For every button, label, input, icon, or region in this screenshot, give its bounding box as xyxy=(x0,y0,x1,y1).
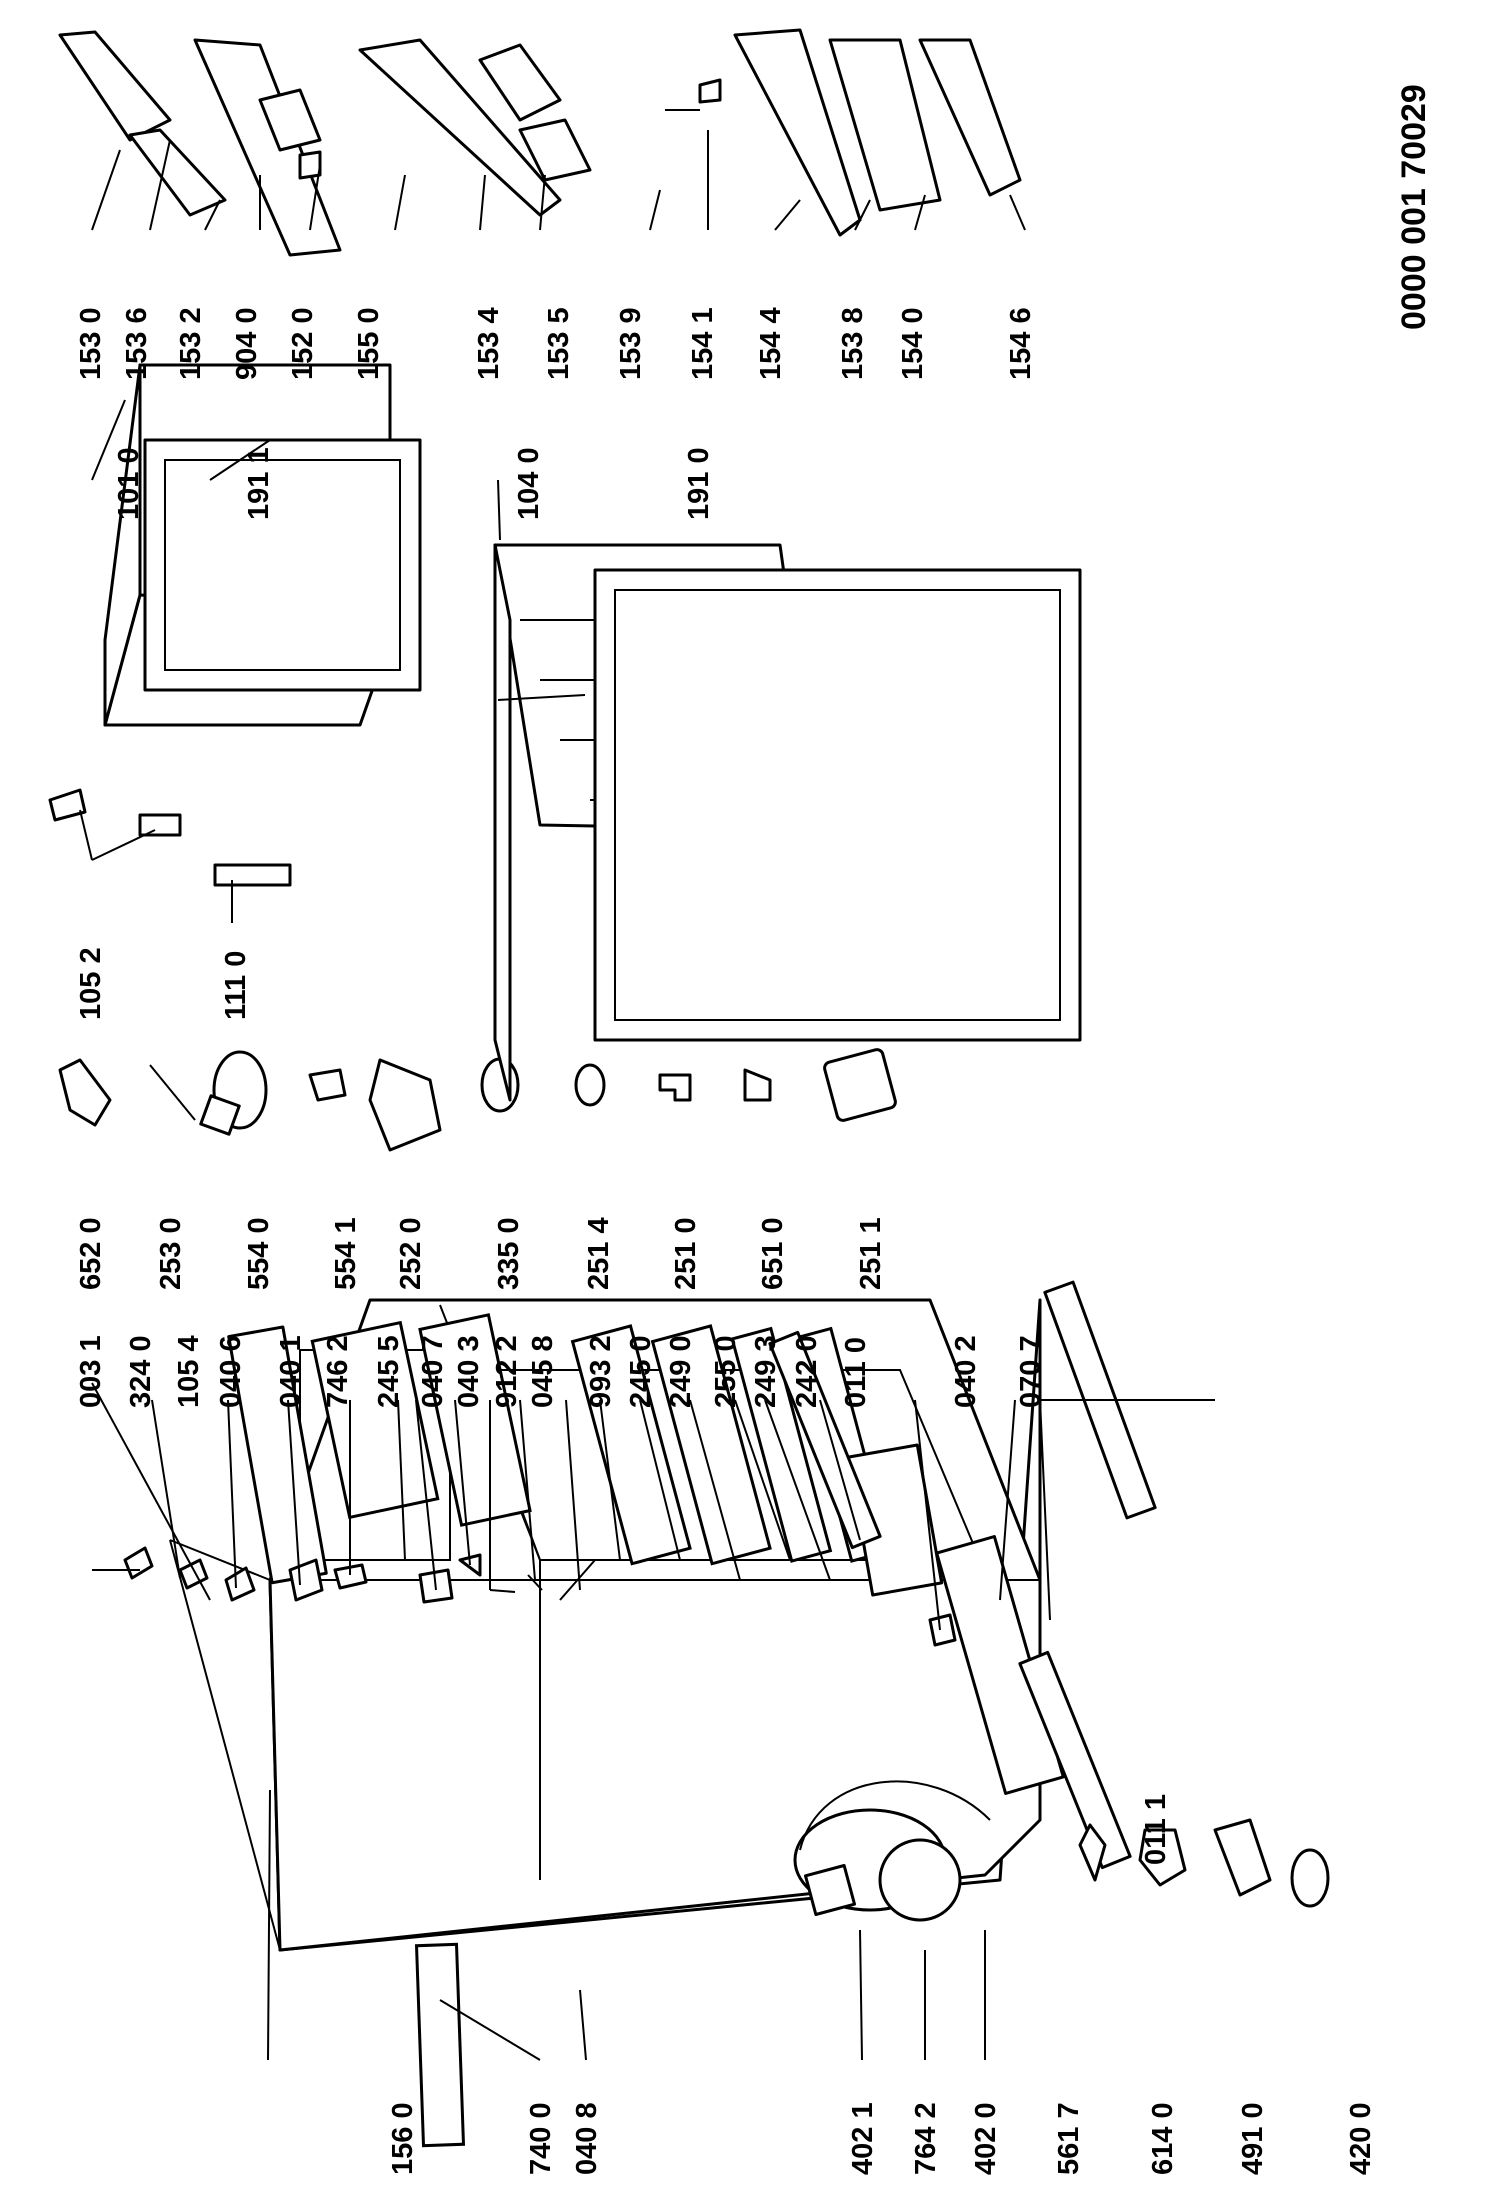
shelves xyxy=(58,28,1022,257)
label: 651 0 xyxy=(757,1217,789,1290)
label: 153 8 xyxy=(837,307,869,380)
label: 040 8 xyxy=(571,2102,603,2175)
label: 153 9 xyxy=(615,307,647,380)
label: 154 4 xyxy=(755,307,787,380)
label: 249 0 xyxy=(665,1335,697,1408)
labels-col-4: 153 0 153 6 153 2 904 0 152 0 155 0 153 … xyxy=(75,307,1037,380)
label: 249 3 xyxy=(750,1335,782,1408)
label: 255 0 xyxy=(710,1335,742,1408)
label: 335 0 xyxy=(493,1217,525,1290)
label: 652 0 xyxy=(75,1217,107,1290)
labels-col-1-bottom: 156 0 740 0 040 8 402 1 764 2 402 0 561 … xyxy=(387,1794,1377,2175)
label: 154 0 xyxy=(897,307,929,380)
label: 155 0 xyxy=(353,307,385,380)
label: 242 0 xyxy=(791,1335,823,1408)
label: 614 0 xyxy=(1147,2102,1179,2175)
label: 003 1 xyxy=(75,1335,107,1408)
label: 554 0 xyxy=(243,1217,275,1290)
label: 153 6 xyxy=(121,307,153,380)
label: 153 0 xyxy=(75,307,107,380)
labels-col-1-top: 003 1 324 0 105 4 040 6 040 1 746 2 245 … xyxy=(75,1335,1047,1408)
label: 491 0 xyxy=(1237,2102,1269,2175)
label: 111 0 xyxy=(220,951,252,1020)
electrical-parts xyxy=(58,1048,897,1152)
label: 153 5 xyxy=(543,307,575,380)
label: 040 6 xyxy=(215,1335,247,1408)
label: 253 0 xyxy=(155,1217,187,1290)
label: 011 0 xyxy=(840,1337,872,1408)
label: 561 7 xyxy=(1053,2102,1085,2175)
label: 152 0 xyxy=(287,307,319,380)
label: 764 2 xyxy=(910,2102,942,2175)
document-number: 0000 001 70029 xyxy=(1395,84,1433,330)
label: 105 4 xyxy=(173,1335,205,1408)
label: 153 2 xyxy=(175,307,207,380)
label: 101 0 xyxy=(113,447,145,520)
leaders-col-3 xyxy=(79,399,586,923)
leaders-col-4 xyxy=(91,130,1026,231)
label: 105 2 xyxy=(75,947,107,1020)
label: 324 0 xyxy=(125,1335,157,1408)
label: 245 0 xyxy=(625,1335,657,1408)
label: 040 1 xyxy=(275,1335,307,1408)
labels-col-3: 105 2 111 0 101 0 191 1 104 0 191 0 xyxy=(75,447,715,1020)
label: 156 0 xyxy=(387,2102,419,2175)
doors xyxy=(48,363,1082,1102)
label: 251 4 xyxy=(583,1217,615,1290)
label: 554 1 xyxy=(330,1217,362,1290)
label: 252 0 xyxy=(395,1217,427,1290)
label: 251 0 xyxy=(670,1217,702,1290)
label: 154 6 xyxy=(1005,307,1037,380)
labels-col-2: 652 0 253 0 554 0 554 1 252 0 335 0 251 … xyxy=(75,1217,887,1290)
label: 245 5 xyxy=(373,1335,405,1408)
label: 070 7 xyxy=(1015,1335,1047,1408)
label: 993 2 xyxy=(585,1335,617,1408)
label: 040 2 xyxy=(950,1335,982,1408)
label: 153 4 xyxy=(473,307,505,380)
label: 740 0 xyxy=(525,2102,557,2175)
label: 045 8 xyxy=(527,1335,559,1408)
label: 191 0 xyxy=(683,447,715,520)
label: 104 0 xyxy=(513,447,545,520)
label: 420 0 xyxy=(1345,2102,1377,2175)
label: 040 7 xyxy=(417,1335,449,1408)
label: 746 2 xyxy=(322,1335,354,1408)
label: 904 0 xyxy=(231,307,263,380)
label: 402 0 xyxy=(970,2102,1002,2175)
label: 912 2 xyxy=(491,1335,523,1408)
label: 402 1 xyxy=(847,2102,879,2175)
leaders-col-1 xyxy=(91,1382,1051,2061)
cabinet xyxy=(123,1280,1330,2148)
label: 154 1 xyxy=(687,307,719,380)
label: 251 1 xyxy=(855,1217,887,1290)
label: 011 1 xyxy=(1140,1794,1172,1865)
label: 191 1 xyxy=(243,447,275,520)
label: 040 3 xyxy=(453,1335,485,1408)
